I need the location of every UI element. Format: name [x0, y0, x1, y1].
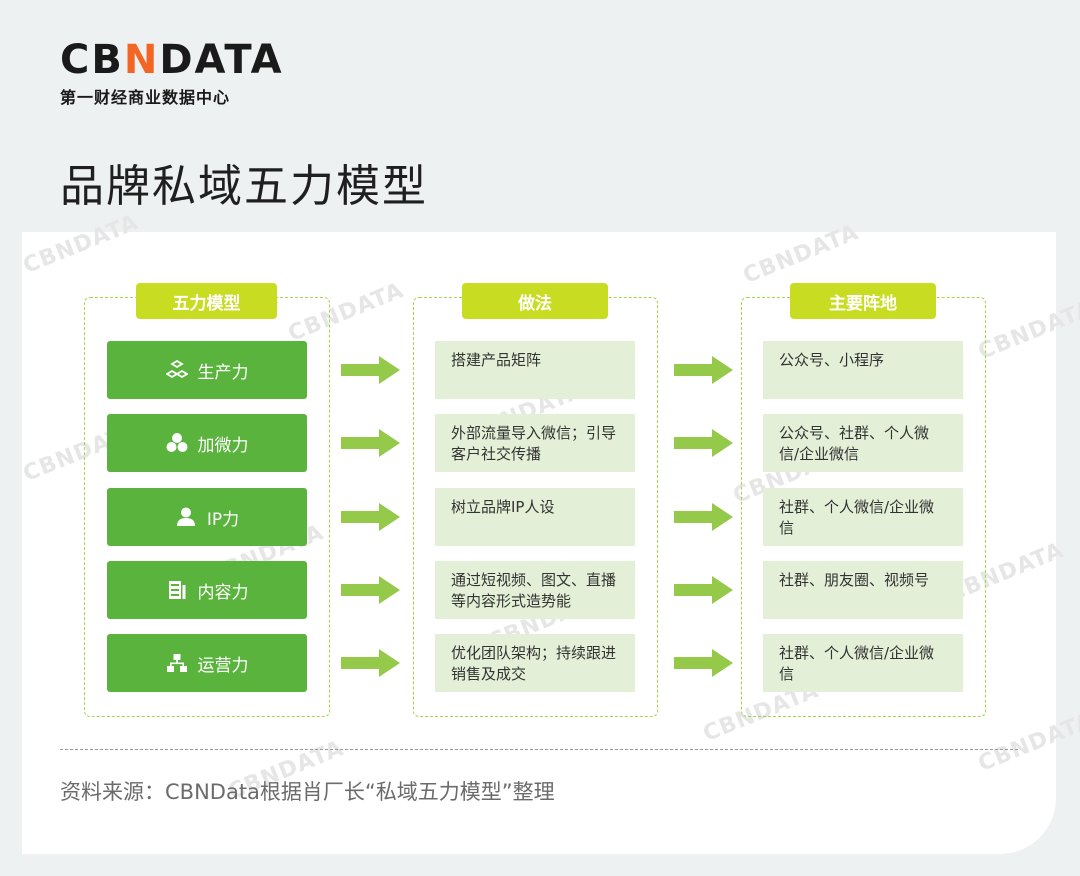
channel-box: 社群、个人微信/企业微信 [763, 488, 963, 546]
channel-box: 公众号、社群、个人微信/企业微信 [763, 414, 963, 472]
arrow-right-icon [341, 429, 400, 457]
channel-box: 社群、朋友圈、视频号 [763, 561, 963, 619]
method-box: 树立品牌IP人设 [435, 488, 635, 546]
force-label: 运营力 [197, 655, 249, 676]
logo-subtitle: 第一财经商业数据中心 [60, 88, 231, 107]
column-channel-header: 主要阵地 [790, 283, 936, 319]
force-operation: 运营力 [107, 634, 307, 692]
arrow-right-icon [341, 503, 400, 531]
force-production: 生产力 [107, 341, 307, 399]
column-method-header: 做法 [462, 283, 608, 319]
force-label: 内容力 [197, 582, 249, 603]
method-box: 通过短视频、图文、直播等内容形式造势能 [435, 561, 635, 619]
method-box: 外部流量导入微信；引导客户社交传播 [435, 414, 635, 472]
arrow-right-icon [341, 576, 400, 604]
column-model-header: 五力模型 [136, 283, 277, 319]
circles-icon [166, 432, 188, 454]
force-label: 生产力 [197, 362, 249, 383]
arrow-right-icon [341, 356, 400, 384]
person-icon [175, 506, 197, 528]
force-ip: IP力 [107, 488, 307, 546]
divider [60, 749, 1018, 750]
method-box: 优化团队架构；持续跟进销售及成交 [435, 634, 635, 692]
cbndata-logo: CBNDATA 第一财经商业数据中心 [60, 38, 284, 108]
arrow-right-icon [674, 576, 733, 604]
arrow-right-icon [674, 649, 733, 677]
page-title: 品牌私域五力模型 [60, 161, 428, 212]
document-icon [166, 579, 188, 601]
source-note: 资料来源：CBNData根据肖厂长“私域五力模型”整理 [60, 780, 555, 804]
logo-wordmark: CBNDATA [60, 37, 284, 83]
force-label: IP力 [206, 509, 240, 530]
arrow-right-icon [674, 356, 733, 384]
method-box: 搭建产品矩阵 [435, 341, 635, 399]
channel-box: 社群、个人微信/企业微信 [763, 634, 963, 692]
arrow-right-icon [674, 503, 733, 531]
arrow-right-icon [341, 649, 400, 677]
org-chart-icon [166, 652, 188, 674]
force-label: 加微力 [197, 435, 249, 456]
channel-box: 公众号、小程序 [763, 341, 963, 399]
cubes-icon [164, 359, 189, 381]
arrow-right-icon [674, 429, 733, 457]
force-wechat-add: 加微力 [107, 414, 307, 472]
force-content: 内容力 [107, 561, 307, 619]
